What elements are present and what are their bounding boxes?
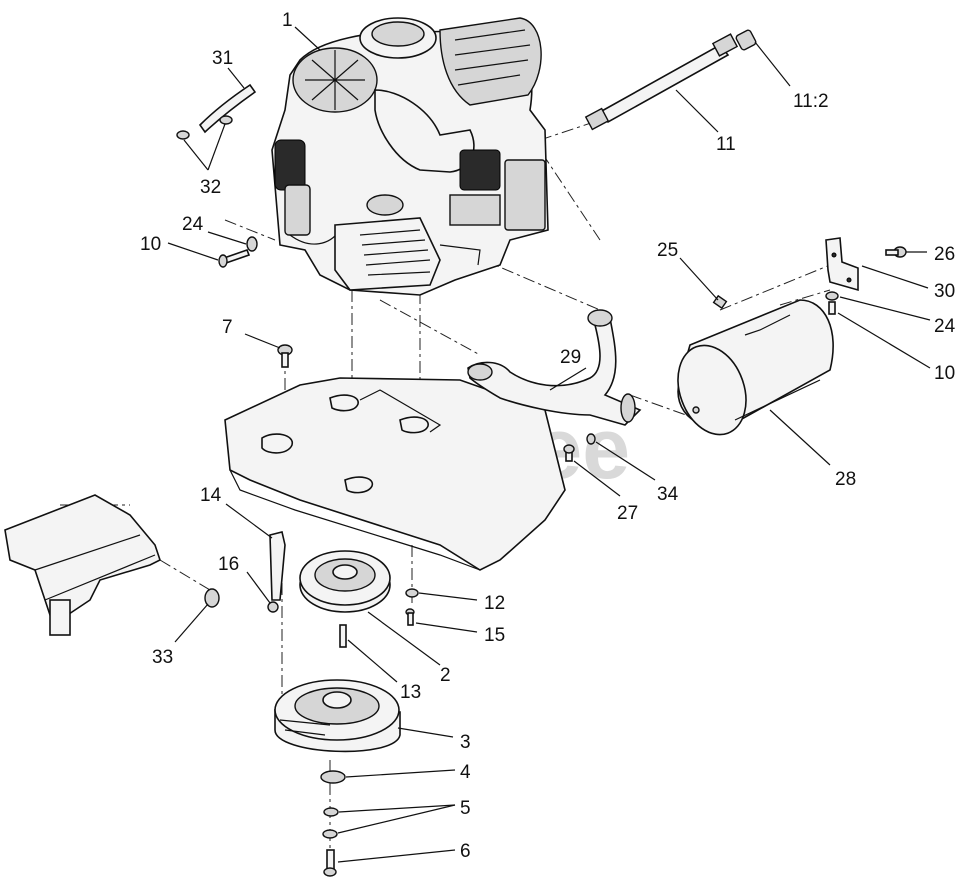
callout-24-right: 24	[934, 316, 956, 337]
callout-5: 5	[460, 798, 471, 819]
callout-labels: 1 31 32 24 10 11:2 11 25 26 30 24 10 7 2…	[140, 10, 956, 862]
clutch-part-3[interactable]	[274, 679, 401, 753]
key-part-13[interactable]	[339, 624, 347, 648]
engine-part-1[interactable]	[271, 17, 549, 296]
callout-26: 26	[934, 244, 955, 265]
callout-30: 30	[934, 281, 955, 302]
bolt-part-10-left[interactable]	[218, 248, 251, 268]
washer-part-16[interactable]	[267, 601, 279, 613]
washer-part-34[interactable]	[586, 433, 596, 445]
leader-lines	[167, 26, 931, 863]
callout-34: 34	[657, 484, 679, 505]
bolt-part-7[interactable]	[277, 344, 293, 368]
fuel-line-part-31[interactable]	[198, 83, 257, 134]
callout-11: 11	[716, 134, 736, 155]
callout-33: 33	[152, 647, 173, 668]
callout-24-left: 24	[182, 214, 204, 235]
washer-part-5-upper[interactable]	[323, 807, 339, 817]
bolt-part-27[interactable]	[563, 444, 575, 462]
pulley-part-2[interactable]	[299, 550, 391, 613]
callout-15: 15	[484, 625, 505, 646]
callout-27: 27	[617, 503, 638, 524]
callout-12: 12	[484, 593, 505, 614]
callout-6: 6	[460, 841, 471, 862]
callout-14: 14	[200, 485, 222, 506]
clamp-part-33[interactable]	[204, 588, 220, 608]
callout-2: 2	[440, 665, 451, 686]
callout-7: 7	[222, 317, 233, 338]
screw-part-26[interactable]	[885, 246, 907, 258]
fuel-hose-part-11[interactable]	[584, 33, 739, 131]
bracket-part-14[interactable]	[269, 531, 286, 601]
muffler-bracket-part-30[interactable]	[825, 237, 859, 292]
washer-part-24-right[interactable]	[825, 291, 839, 301]
callout-16: 16	[218, 554, 239, 575]
callout-25: 25	[657, 240, 678, 261]
callout-3: 3	[460, 732, 471, 753]
callout-13: 13	[400, 682, 421, 703]
washer-part-12[interactable]	[405, 588, 419, 598]
callout-10-left: 10	[140, 234, 161, 255]
bolt-part-10-right[interactable]	[828, 301, 836, 315]
callout-28: 28	[835, 469, 856, 490]
washer-part-24-left[interactable]	[246, 236, 258, 252]
callout-11-2: 11:2	[793, 91, 829, 112]
washer-part-4[interactable]	[320, 770, 346, 784]
callout-10-right: 10	[934, 363, 955, 384]
callout-32: 32	[200, 177, 221, 198]
callout-4: 4	[460, 762, 471, 783]
belt-guard-bracket	[4, 494, 161, 636]
washer-part-5-lower[interactable]	[322, 829, 338, 839]
callout-29: 29	[560, 347, 581, 368]
callout-1: 1	[282, 10, 293, 31]
engine-deck-plate	[224, 377, 566, 571]
callout-31: 31	[212, 48, 233, 69]
bolt-part-15[interactable]	[405, 608, 415, 626]
bolt-part-6[interactable]	[323, 849, 337, 877]
muffler-part-28[interactable]	[666, 299, 834, 444]
exhaust-pipe-part-29[interactable]	[467, 309, 642, 426]
hose-clamps-part-32[interactable]	[176, 115, 233, 140]
hose-fitting-part-11-2[interactable]	[735, 29, 757, 51]
